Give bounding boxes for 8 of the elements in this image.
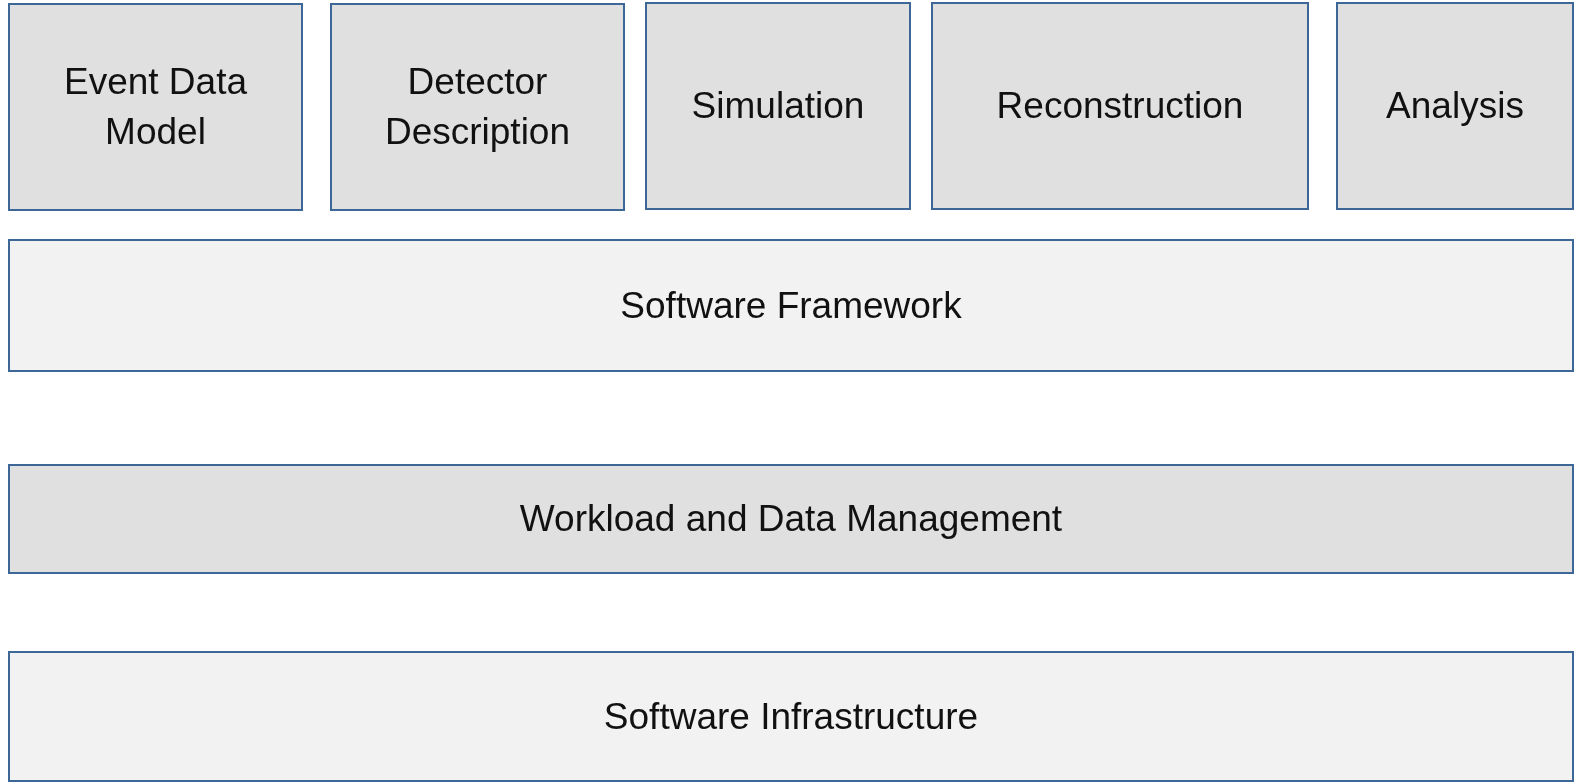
module-box: Analysis: [1336, 2, 1574, 210]
layer-band: Software Infrastructure: [8, 651, 1574, 782]
module-box: Simulation: [645, 2, 911, 210]
module-box: Detector Description: [330, 3, 625, 211]
module-box: Event Data Model: [8, 3, 303, 211]
layer-band: Software Framework: [8, 239, 1574, 372]
module-box: Reconstruction: [931, 2, 1309, 210]
layer-band: Workload and Data Management: [8, 464, 1574, 574]
